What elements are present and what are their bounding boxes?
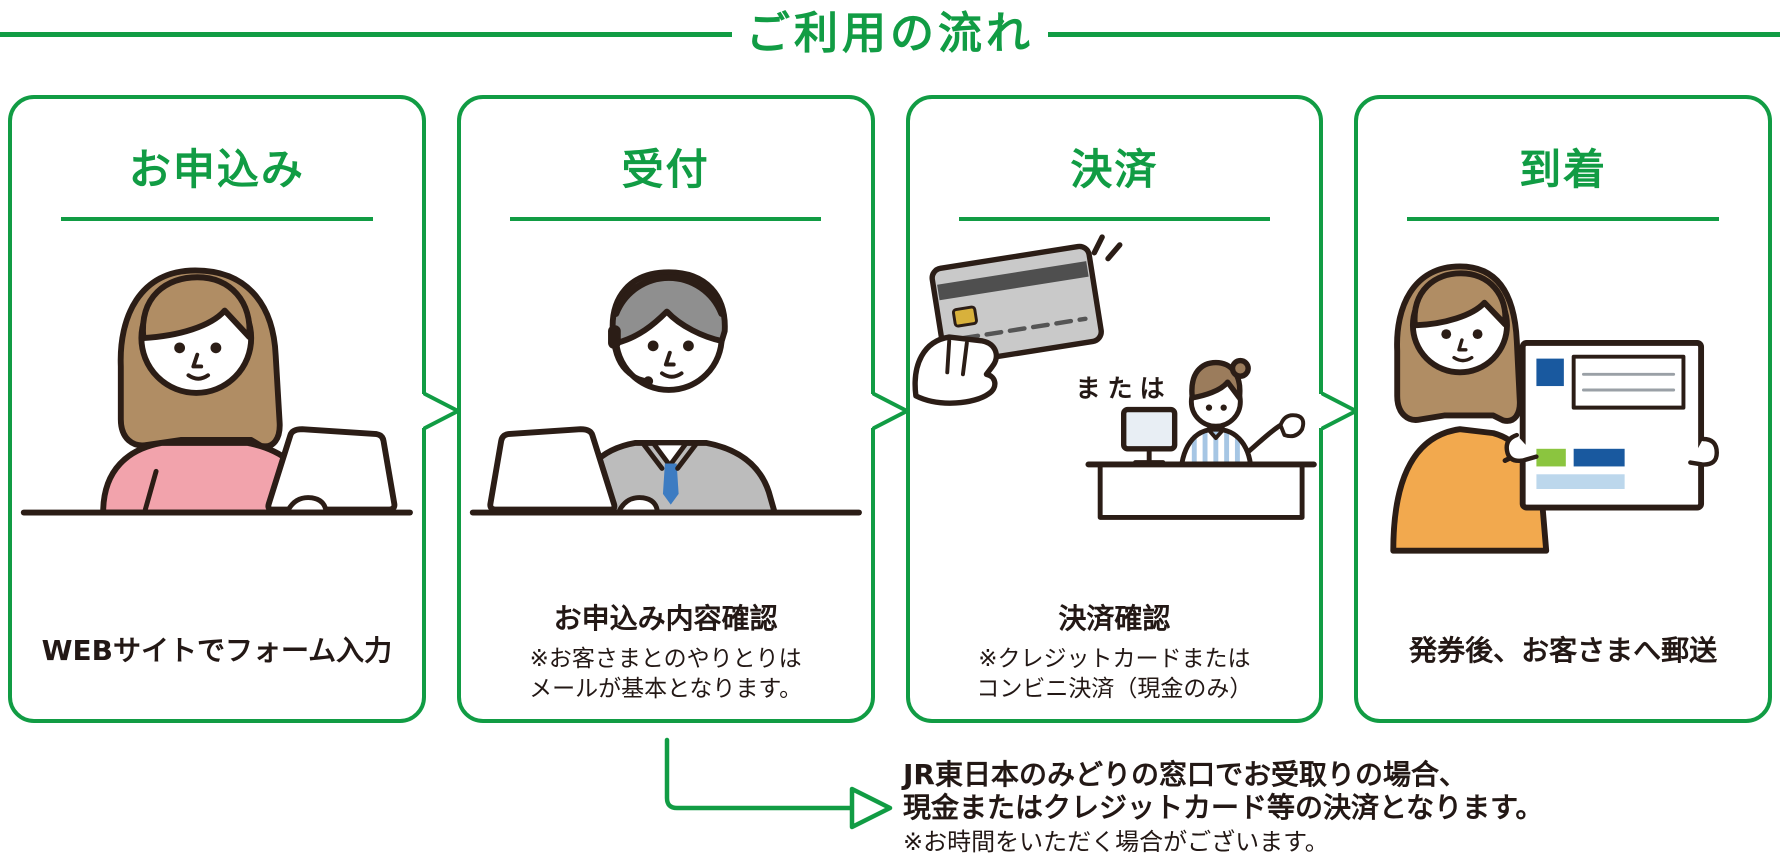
steps-row: お申込み bbox=[8, 95, 1772, 723]
step-caption-block: 決済確認 ※クレジットカードまたは コンビニ決済（現金のみ） bbox=[910, 602, 1320, 704]
title-row: ご利用の流れ bbox=[0, 4, 1780, 64]
step-note: ※クレジットカードまたは bbox=[978, 646, 1251, 672]
title-rule-left bbox=[0, 31, 732, 37]
heading-underline bbox=[1407, 217, 1719, 221]
heading-underline bbox=[61, 217, 373, 221]
register-counter-icon bbox=[1084, 406, 1317, 520]
step-heading: お申込み bbox=[128, 145, 305, 194]
step-card-arrival: 到着 bbox=[1354, 95, 1772, 723]
step-caption-block: お申込み内容確認 ※お客さまとのやりとりは メールが基本となります。 bbox=[461, 602, 871, 704]
next-step-chevron-icon bbox=[1319, 392, 1358, 430]
title-rule-right bbox=[1048, 31, 1780, 37]
headset-operator-at-laptop-icon bbox=[461, 219, 871, 559]
step-caption: WEBサイトでフォーム入力 bbox=[41, 634, 393, 667]
woman-holding-ticket-icon bbox=[1358, 219, 1768, 559]
step-note: コンビニ決済（現金のみ） bbox=[976, 676, 1253, 702]
step-heading: 受付 bbox=[621, 145, 710, 194]
ticket-document bbox=[1519, 339, 1705, 511]
step-card-application: お申込み bbox=[8, 95, 426, 723]
step-caption: 発券後、お客さまへ郵送 bbox=[1409, 634, 1718, 667]
step-heading: 到着 bbox=[1519, 145, 1608, 194]
branch-note-line1: JR東日本のみどりの窓口でお受取りの場合、 bbox=[903, 758, 1467, 791]
credit-card-or-store-clerk-icon bbox=[910, 219, 1320, 559]
step-caption: お申込み内容確認 bbox=[553, 602, 778, 635]
page-title: ご利用の流れ bbox=[746, 8, 1034, 59]
step-caption: 決済確認 bbox=[1058, 602, 1171, 635]
credit-card-icon bbox=[911, 234, 1122, 406]
step-card-payment: 決済 bbox=[905, 95, 1324, 723]
branch-note-line2: 現金またはクレジットカード等の決済となります。 bbox=[903, 791, 1544, 824]
or-label: または bbox=[1075, 374, 1172, 403]
next-step-chevron-icon bbox=[870, 392, 909, 430]
heading-underline bbox=[509, 217, 822, 221]
step-note: メールが基本となります。 bbox=[529, 676, 803, 702]
step-card-reception: 受付 bbox=[456, 95, 875, 723]
step-note: ※お客さまとのやりとりは bbox=[529, 646, 802, 672]
woman-at-laptop-icon bbox=[12, 219, 422, 559]
next-step-chevron-icon bbox=[421, 392, 460, 430]
step-heading: 決済 bbox=[1070, 145, 1159, 194]
branch-arrow-icon bbox=[664, 737, 893, 830]
branch-note-line3: ※お時間をいただく場合がございます。 bbox=[903, 828, 1329, 856]
branch-note: JR東日本のみどりの窓口でお受取りの場合、 現金またはクレジットカード等の決済と… bbox=[903, 758, 1663, 856]
heading-underline bbox=[958, 217, 1271, 221]
